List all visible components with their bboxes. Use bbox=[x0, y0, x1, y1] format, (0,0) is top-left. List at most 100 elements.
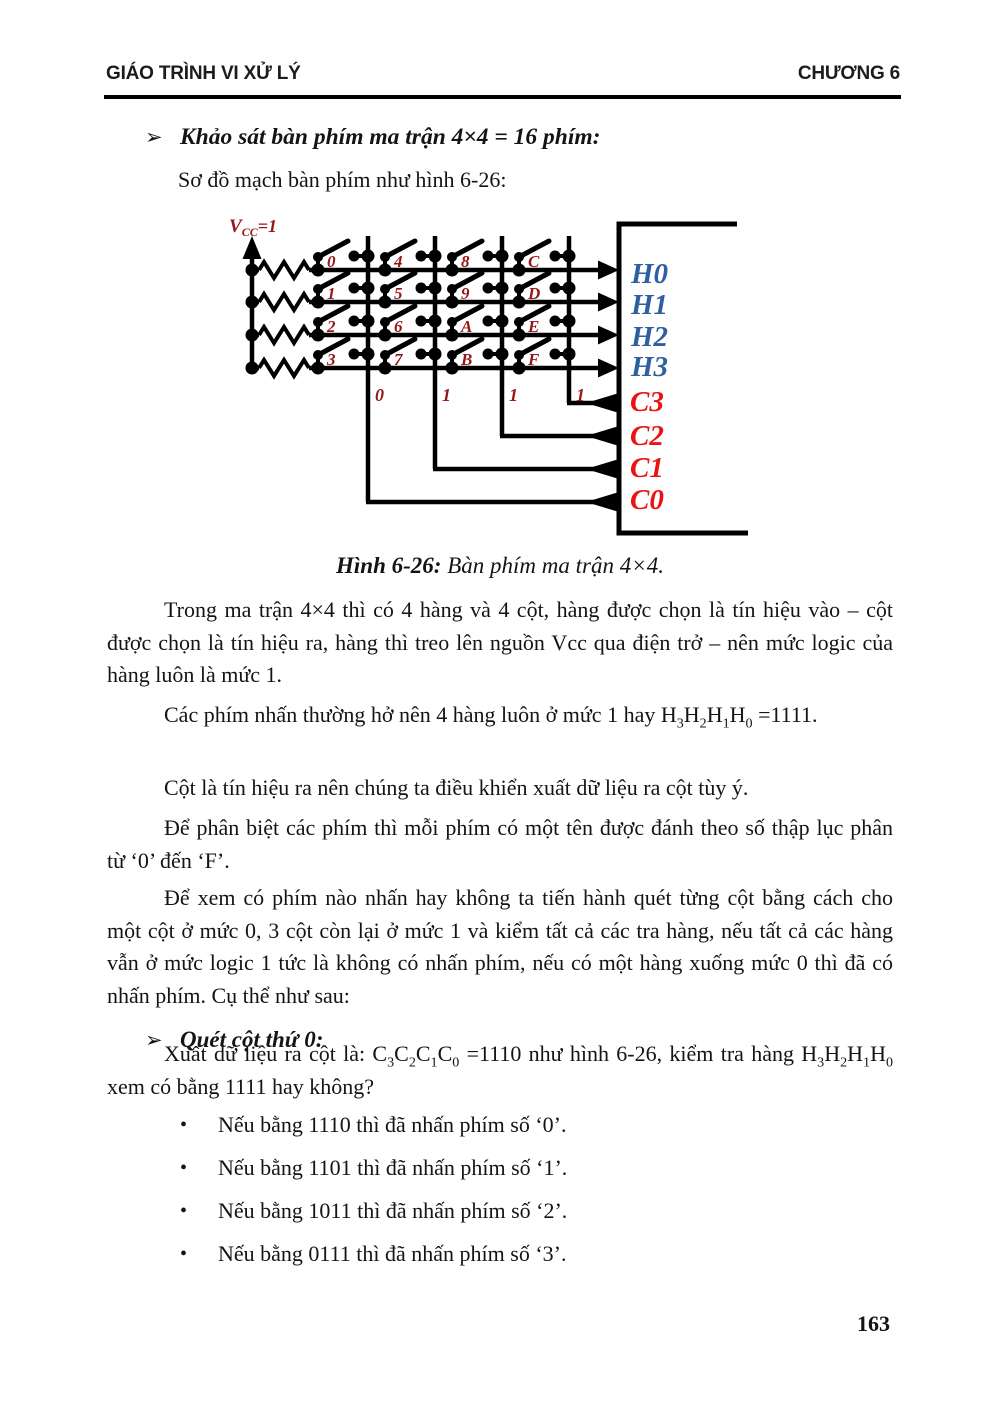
key-switch-E: E bbox=[512, 303, 576, 342]
key-switch-C: C bbox=[512, 238, 576, 277]
junction-dot bbox=[562, 249, 576, 263]
junction-dot bbox=[311, 263, 325, 277]
key-label: C bbox=[528, 252, 540, 271]
switch-hinge-dot bbox=[380, 284, 390, 294]
switch-contact-dot bbox=[415, 348, 427, 360]
switch-blade bbox=[315, 336, 351, 358]
switch-hinge-dot bbox=[447, 350, 457, 360]
junction-dot bbox=[361, 347, 375, 361]
junction-dot bbox=[428, 347, 442, 361]
paragraph: Cột là tín hiệu ra nên chúng ta điều khi… bbox=[164, 775, 749, 800]
junction-dot bbox=[311, 295, 325, 309]
junction-dot bbox=[378, 361, 392, 375]
switch-contact-dot bbox=[482, 315, 494, 327]
switch-contact-dot bbox=[415, 282, 427, 294]
bullet-icon: • bbox=[180, 1114, 188, 1136]
switch-contact-dot bbox=[549, 315, 561, 327]
switch-blade bbox=[315, 238, 351, 260]
list-item-text: Nếu bằng 1011 thì đã nhấn phím số ‘2’. bbox=[218, 1198, 568, 1223]
junction-dot bbox=[512, 263, 526, 277]
switch-contact-dot bbox=[415, 250, 427, 262]
page-header: GIÁO TRÌNH VI XỬ LÝ CHƯƠNG 6 bbox=[106, 63, 900, 89]
bullet-icon: • bbox=[180, 1157, 188, 1179]
figure-caption-text: Bàn phím ma trận 4×4. bbox=[441, 553, 664, 578]
switch-hinge-dot bbox=[514, 317, 524, 327]
key-label: 3 bbox=[326, 350, 336, 369]
junction-dot bbox=[378, 295, 392, 309]
junction-dot bbox=[311, 361, 325, 375]
key-label: 5 bbox=[394, 284, 403, 303]
key-label: 7 bbox=[394, 350, 404, 369]
junction-dot bbox=[245, 295, 259, 309]
junction-dot bbox=[428, 281, 442, 295]
key-switch-7: 7 bbox=[378, 336, 442, 375]
row-arrowhead-icon bbox=[598, 292, 619, 312]
key-label: A bbox=[460, 317, 472, 336]
junction-dot bbox=[445, 263, 459, 277]
key-switch-A: A bbox=[445, 303, 509, 342]
junction-dot bbox=[361, 314, 375, 328]
junction-dot bbox=[512, 328, 526, 342]
key-switch-4: 4 bbox=[378, 238, 442, 277]
junction-dot bbox=[378, 263, 392, 277]
junction-dot bbox=[495, 249, 509, 263]
vcc-label: VCC=1 bbox=[229, 216, 277, 239]
key-switch-F: F bbox=[512, 336, 576, 375]
switch-blade bbox=[516, 238, 552, 260]
switch-contact-dot bbox=[348, 282, 360, 294]
switch-contact-dot bbox=[482, 250, 494, 262]
junction-dot bbox=[445, 328, 459, 342]
switch-hinge-dot bbox=[514, 252, 524, 262]
column-scan-value: 0 bbox=[375, 385, 384, 405]
switch-hinge-dot bbox=[514, 284, 524, 294]
arrow-bullet-icon: ➢ bbox=[145, 125, 163, 149]
column-arrowhead-icon bbox=[586, 459, 619, 479]
paragraph: Để phân biệt các phím thì mỗi phím có mộ… bbox=[107, 815, 893, 873]
switch-contact-dot bbox=[549, 282, 561, 294]
list-item-text: Nếu bằng 0111 thì đã nhấn phím số ‘3’. bbox=[218, 1241, 567, 1266]
resistor-icon bbox=[257, 356, 311, 380]
key-switch-1: 1 bbox=[311, 270, 375, 309]
switch-contact-dot bbox=[482, 348, 494, 360]
list-item: •Nếu bằng 0111 thì đã nhấn phím số ‘3’. bbox=[180, 1238, 893, 1271]
junction-dot bbox=[512, 361, 526, 375]
column-scan-value: 1 bbox=[442, 385, 451, 405]
key-switch-5: 5 bbox=[378, 270, 442, 309]
key-label: E bbox=[527, 317, 539, 336]
figure-caption: Hình 6-26: Bàn phím ma trận 4×4. bbox=[107, 553, 893, 579]
key-switch-D: D bbox=[512, 270, 576, 309]
section-heading: ➢Khảo sát bàn phím ma trận 4×4 = 16 phím… bbox=[145, 124, 885, 151]
junction-dot bbox=[445, 361, 459, 375]
resistor-icon bbox=[257, 290, 311, 314]
key-switch-3: 3 bbox=[311, 336, 375, 375]
switch-blade bbox=[382, 238, 418, 260]
key-switch-2: 2 bbox=[311, 303, 375, 342]
figure-caption-label: Hình 6-26: bbox=[336, 553, 442, 578]
key-switch-8: 8 bbox=[445, 238, 509, 277]
switch-hinge-dot bbox=[514, 350, 524, 360]
paragraph: Trong ma trận 4×4 thì có 4 hàng và 4 cột… bbox=[107, 597, 893, 687]
switch-hinge-dot bbox=[313, 284, 323, 294]
arrow-bullet-icon: ➢ bbox=[145, 1028, 163, 1052]
junction-dot bbox=[361, 281, 375, 295]
junction-dot bbox=[245, 361, 259, 375]
junction-dot bbox=[361, 249, 375, 263]
list-item: •Nếu bằng 1110 thì đã nhấn phím số ‘0’. bbox=[180, 1109, 893, 1142]
row-arrowhead-icon bbox=[598, 358, 619, 378]
row-port-label-H2: H2 bbox=[630, 321, 668, 353]
switch-blade bbox=[516, 303, 552, 325]
junction-dot bbox=[495, 314, 509, 328]
page-number: 163 bbox=[857, 1311, 890, 1336]
row-port-label-H1: H1 bbox=[630, 289, 668, 321]
row-port-label-H0: H0 bbox=[630, 258, 668, 290]
switch-blade bbox=[516, 270, 552, 292]
key-label: 2 bbox=[326, 317, 336, 336]
switch-hinge-dot bbox=[380, 350, 390, 360]
intro-line: Sơ đồ mạch bàn phím như hình 6-26: bbox=[178, 167, 507, 192]
col-port-label-C1: C1 bbox=[630, 452, 664, 484]
paragraph: Để xem có phím nào nhấn hay không ta tiế… bbox=[107, 885, 893, 1008]
key-label: 8 bbox=[461, 252, 470, 271]
key-label: 0 bbox=[327, 252, 336, 271]
switch-blade bbox=[382, 336, 418, 358]
switch-hinge-dot bbox=[447, 317, 457, 327]
